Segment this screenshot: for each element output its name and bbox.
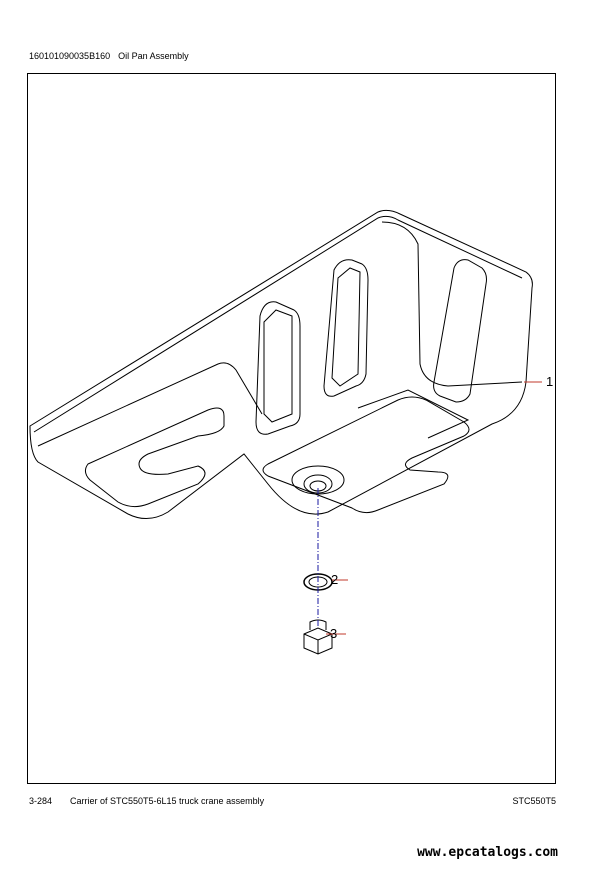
- watermark-link[interactable]: www.epcatalogs.com: [417, 845, 558, 860]
- pan-rim: [29, 209, 533, 519]
- callout-2: 2: [331, 572, 339, 587]
- callout-1: 1: [546, 374, 554, 389]
- footer-description: Carrier of STC550T5-6L15 truck crane ass…: [70, 796, 265, 806]
- rib-1: [255, 301, 301, 435]
- footer-page: 3-284: [29, 796, 53, 806]
- header-title: Oil Pan Assembly: [118, 51, 189, 61]
- oil-pan-drawing: [28, 74, 542, 655]
- rib-3: [433, 259, 487, 403]
- page-header: 160101090035B160 Oil Pan Assembly: [29, 51, 189, 61]
- rib-2: [323, 259, 369, 397]
- callout-3: 3: [330, 626, 338, 641]
- footer-model: STC550T5: [512, 796, 556, 806]
- channel-left: [84, 407, 225, 508]
- part-number: 160101090035B160: [29, 51, 111, 61]
- channel-right: [262, 396, 470, 514]
- drain-plug: [303, 627, 333, 655]
- drawing-frame: 1 2 3: [27, 73, 556, 784]
